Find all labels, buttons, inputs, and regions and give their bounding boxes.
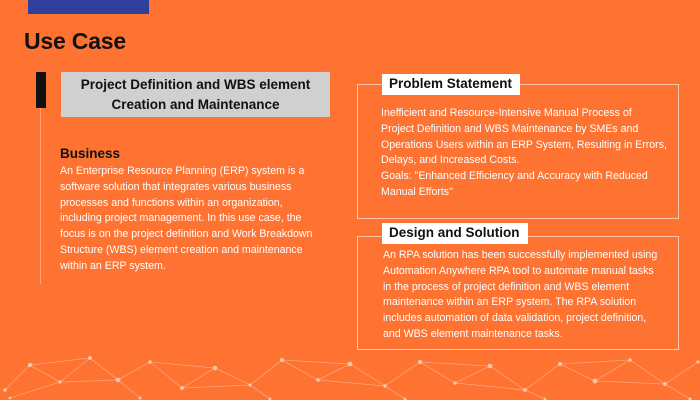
design-solution-text: An RPA solution has been successfully im… xyxy=(383,248,673,343)
design-solution-heading: Design and Solution xyxy=(382,223,528,244)
black-accent-bar xyxy=(36,72,46,108)
problem-statement-heading: Problem Statement xyxy=(382,74,521,95)
project-title-line-2: Creation and Maintenance xyxy=(111,96,280,112)
design-line: includes automation of data validation, … xyxy=(383,312,647,325)
goals-line: Goals: "Enhanced Efficiency and Accuracy… xyxy=(381,170,648,183)
business-description: An Enterprise Resource Planning (ERP) sy… xyxy=(60,164,342,275)
top-accent-bar xyxy=(28,0,149,14)
business-line: An Enterprise Resource Planning (ERP) sy… xyxy=(60,165,305,177)
slide-title: Use Case xyxy=(24,28,126,54)
design-line: in the process of project definition and… xyxy=(383,280,630,293)
business-line: Structure (WBS) element creation and mai… xyxy=(60,243,303,256)
business-line: including project management. In this us… xyxy=(60,212,302,225)
problem-line: Operations Users within an ERP System, R… xyxy=(381,138,667,151)
problem-line: Project Definition and WBS Maintenance b… xyxy=(381,122,639,135)
business-heading: Business xyxy=(60,146,121,161)
network-pattern-decoration xyxy=(3,356,700,400)
design-line: An RPA solution has been successfully im… xyxy=(383,249,658,261)
project-title-line-1: Project Definition and WBS element xyxy=(80,76,311,92)
vertical-divider xyxy=(40,108,41,284)
design-line: Automation Anywhere RPA tool to automate… xyxy=(383,264,654,277)
business-line: focus is on the project definition and W… xyxy=(60,228,313,241)
project-title-box: Project Definition and WBS element Creat… xyxy=(61,72,330,117)
problem-line: Delays, and Increased Costs. xyxy=(381,154,520,167)
goals-line: Manual Efforts" xyxy=(381,185,453,198)
design-line: and WBS element maintenance tasks. xyxy=(383,327,563,340)
business-line: processes and functions within an organi… xyxy=(60,196,283,209)
business-line: within an ERP system. xyxy=(60,259,166,272)
problem-statement-text: Inefficient and Resource-Intensive Manua… xyxy=(381,106,673,201)
business-line: software solution that integrates variou… xyxy=(60,180,292,193)
design-line: maintenance within an ERP system. The RP… xyxy=(383,296,637,309)
problem-line: Inefficient and Resource-Intensive Manua… xyxy=(381,107,632,119)
